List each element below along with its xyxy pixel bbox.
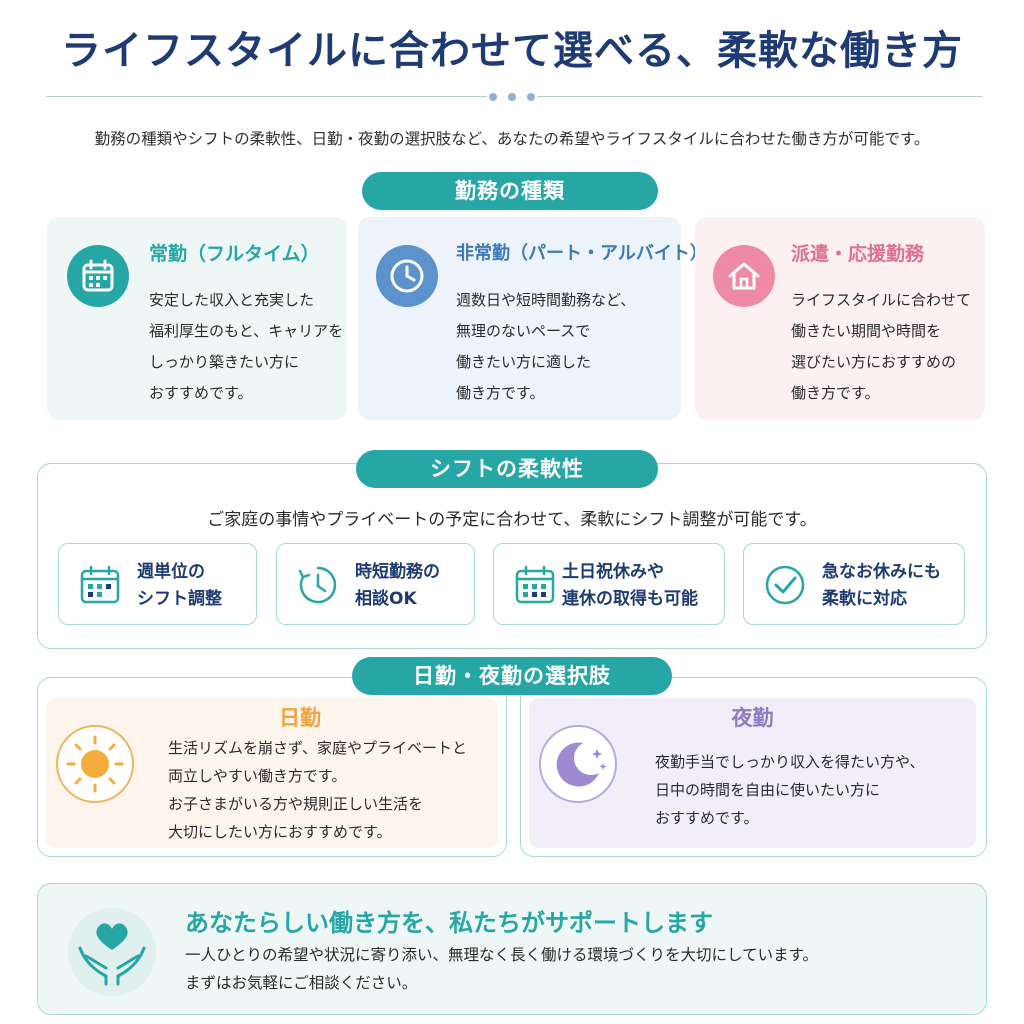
- clock-icon: [376, 245, 438, 307]
- night-shift-description: 夜勤手当でしっかり収入を得たい方や、 日中の時間を自由に使いたい方に おすすめで…: [655, 753, 925, 827]
- card-title: 派遣・応援勤務: [791, 243, 925, 265]
- card-description: 安定した収入と充実した 福利厚生のもと、キャリアを しっかり築きたい方に おすす…: [149, 291, 344, 402]
- shift-description: ご家庭の事情やプライベートの予定に合わせて、柔軟にシフト調整が可能です。: [207, 510, 817, 530]
- page-title: ライフスタイルに合わせて選べる、柔軟な働き方: [61, 28, 963, 74]
- intro-text: 勤務の種類やシフトの柔軟性、日勤・夜勤の選択肢など、あなたの希望やライフスタイル…: [94, 130, 930, 148]
- feature-weekly-shift: 週単位の シフト調整: [58, 543, 257, 625]
- feature-label: 土日祝休みや 連休の取得も可能: [562, 562, 698, 609]
- feature-short-hours: 時短勤務の 相談OK: [276, 543, 475, 625]
- night-shift-card: 夜勤 夜勤手当でしっかり収入を得たい方や、 日中の時間を自由に使いたい方に おす…: [529, 698, 976, 848]
- heart-hands-icon: [68, 908, 156, 996]
- day-shift-card: 日勤 生活リズムを崩さず、家庭やプライベートと 両立しやすい働き方です。 お子さ…: [46, 698, 498, 848]
- card-description: ライフスタイルに合わせて 働きたい期間や時間を 選びたい方におすすめの 働き方で…: [791, 291, 972, 402]
- moon-icon: [539, 725, 617, 803]
- feature-sudden-leave: 急なお休みにも 柔軟に対応: [743, 543, 965, 625]
- calendar-grid-icon: [80, 565, 120, 604]
- house-icon: [713, 245, 775, 307]
- night-shift-section: [520, 677, 987, 857]
- clock-icon: [298, 566, 337, 604]
- support-banner: [37, 883, 987, 1015]
- check-circle-icon: [765, 565, 805, 605]
- support-description: 一人ひとりの希望や状況に寄り添い、無理なく長く働ける環境づくりを大切にしています…: [185, 946, 819, 992]
- feature-weekend-holidays: 土日祝休みや 連休の取得も可能: [493, 543, 725, 625]
- calendar-grid-icon: [515, 565, 555, 604]
- card-title: 非常勤（パート・アルバイト）: [456, 243, 708, 264]
- day-shift-description: 生活リズムを崩さず、家庭やプライベートと 両立しやすい働き方です。 お子さまがい…: [168, 739, 467, 841]
- card-title: 常勤（フルタイム）: [149, 243, 320, 265]
- card-parttime: 非常勤（パート・アルバイト） 週数日や短時間勤務など、 無理のないペースで 働き…: [358, 217, 708, 420]
- support-title: あなたらしい働き方を、私たちがサポートします: [185, 909, 713, 937]
- card-fulltime: 常勤（フルタイム） 安定した収入と充実した 福利厚生のもと、キャリアを しっかり…: [47, 217, 347, 420]
- section-heading-work-types: 勤務の種類: [362, 172, 658, 210]
- calendar-icon: [67, 245, 129, 307]
- card-dispatch: 派遣・応援勤務 ライフスタイルに合わせて 働きたい期間や時間を 選びたい方におす…: [695, 217, 985, 420]
- card-description: 週数日や短時間勤務など、 無理のないペースで 働きたい方に適した 働き方です。: [456, 291, 636, 402]
- day-shift-section: [37, 677, 507, 857]
- feature-label: 時短勤務の 相談OK: [355, 562, 440, 609]
- section-heading-day-night: 日勤・夜勤の選択肢: [352, 657, 672, 695]
- night-shift-title: 夜勤: [731, 706, 774, 730]
- divider-dots: [487, 92, 537, 102]
- feature-label: 週単位の シフト調整: [137, 562, 222, 609]
- day-shift-title: 日勤: [279, 706, 321, 730]
- sun-icon: [56, 725, 134, 803]
- feature-label: 急なお休みにも 柔軟に対応: [822, 562, 941, 609]
- section-heading-shift: シフトの柔軟性: [356, 450, 658, 488]
